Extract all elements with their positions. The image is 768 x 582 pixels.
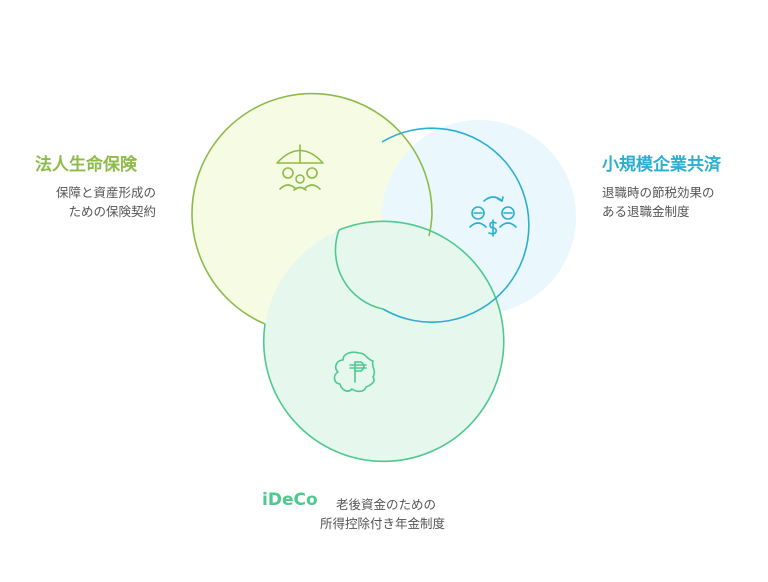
circle-ideco [264, 222, 504, 462]
small-business-description-line: 退職時の節税効果の [602, 185, 715, 200]
ideco-title: iDeCo [262, 490, 318, 510]
umbrella-family-icon [276, 144, 324, 191]
small-business-description: 退職時の節税効果の ある退職金制度 [602, 183, 715, 221]
small-business-description-line: ある退職金制度 [602, 204, 690, 219]
ideco-description: 老後資金のための 所得控除付き年金制度 [320, 495, 445, 533]
ideco-description-line: 所得控除付き年金制度 [320, 516, 446, 531]
outline-life-insurance-inner [428, 213, 433, 237]
money-exchange-icon [469, 196, 517, 237]
outline-small-business [381, 127, 530, 323]
life-insurance-title: 法人生命保険 [35, 155, 137, 175]
outline-ideco [262, 220, 505, 463]
ideco-description-line: 老後資金のための [336, 497, 437, 512]
life-insurance-description: 保障と資産形成の ための保険契約 [34, 183, 156, 221]
outline-ideco-inner [334, 229, 384, 310]
life-insurance-description-line: ための保険契約 [68, 204, 156, 219]
small-business-title: 小規模企業共済 [602, 155, 721, 175]
life-insurance-description-line: 保障と資産形成の [55, 185, 156, 200]
outline-life-insurance [191, 92, 433, 325]
peso-badge-icon [333, 351, 376, 393]
